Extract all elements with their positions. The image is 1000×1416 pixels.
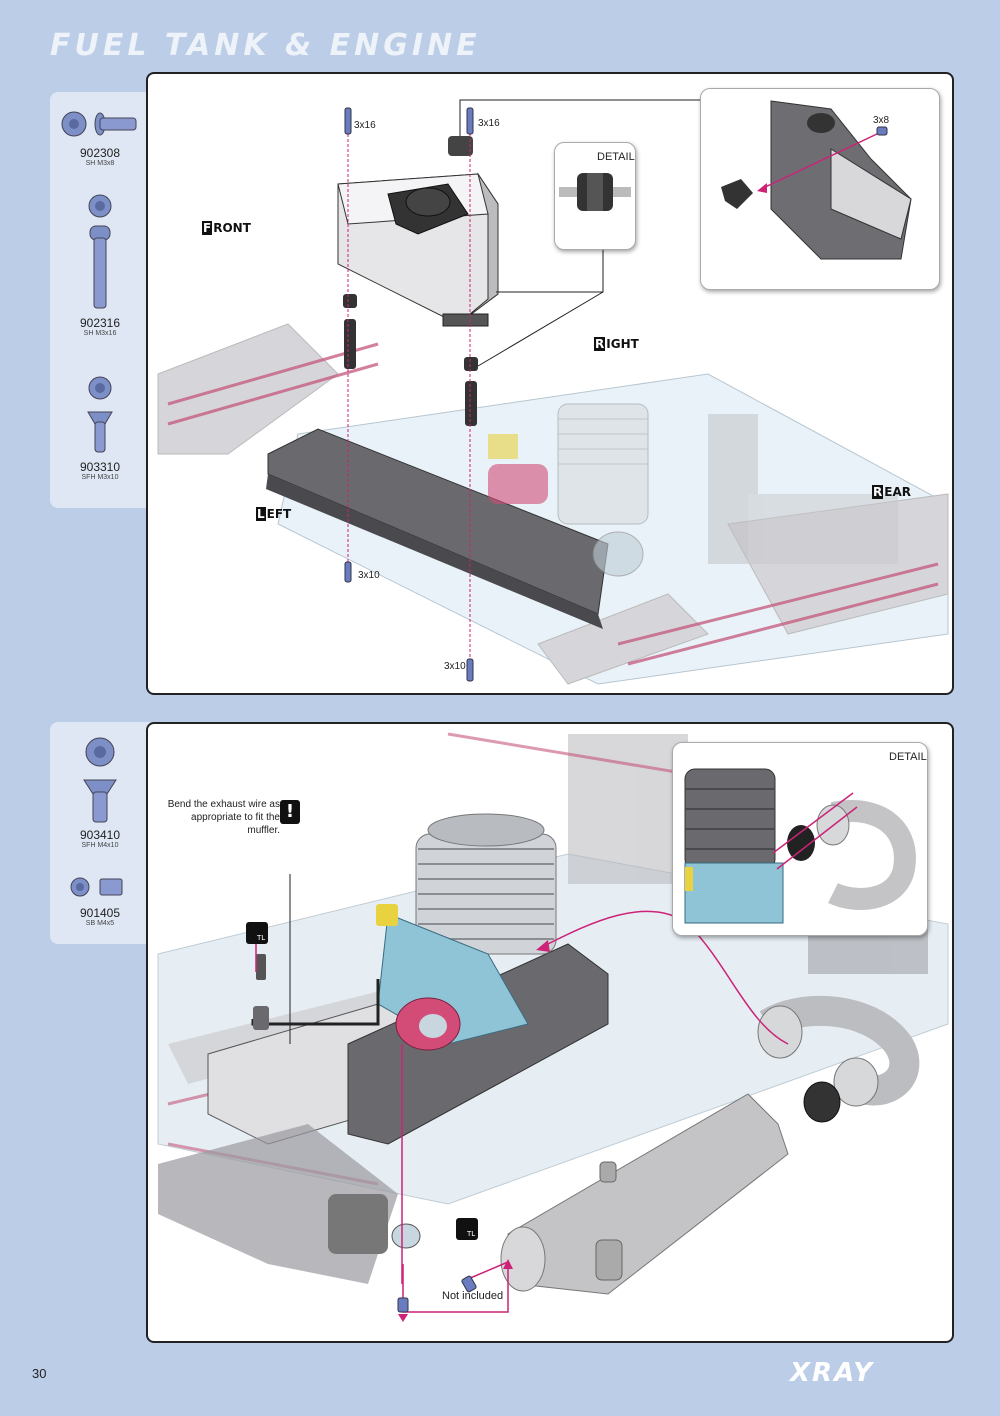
screw-label: 3x16 bbox=[478, 118, 500, 129]
part-901405: 901405 SB M4x5 bbox=[50, 872, 150, 928]
detail-box-exhaust: DETAIL bbox=[672, 742, 928, 936]
detail-box-tank-mount: 3x8 bbox=[700, 88, 940, 290]
brand-logo: XRAY bbox=[790, 1358, 875, 1388]
part-903410: 903410 SFH M4x10 bbox=[50, 734, 150, 850]
part-number: 903310 bbox=[79, 460, 121, 474]
part-902308: 902308 SH M3x8 bbox=[50, 106, 150, 168]
page-number: 30 bbox=[32, 1366, 47, 1381]
part-desc: SH M3x8 bbox=[85, 160, 115, 167]
part-desc: SFH M3x10 bbox=[81, 474, 119, 481]
button-head-screw-icon bbox=[61, 111, 137, 137]
set-screw-icon bbox=[70, 877, 123, 897]
not-included-label: Not included bbox=[442, 1290, 504, 1302]
grommet-detail-drawing bbox=[559, 173, 631, 211]
warning-icon: ! bbox=[280, 800, 300, 824]
threadlock-icon: TL bbox=[246, 922, 268, 944]
parts-sidebar-step1: 902308 SH M3x8 902316 SH M3x16 903310 SF… bbox=[50, 92, 150, 508]
part-desc: SFH M4x10 bbox=[81, 842, 119, 849]
note-line: Bend the exhaust wire as bbox=[167, 799, 280, 810]
note-line: appropriate to fit the muffler. bbox=[191, 812, 280, 836]
screw-label: 3x16 bbox=[354, 120, 376, 131]
screw-label: 3x10 bbox=[358, 570, 380, 581]
threadlock-icon: TL bbox=[456, 1218, 478, 1240]
step2-illustration-panel: DETAIL Bend the exhaust wire as appropri… bbox=[146, 722, 954, 1343]
instruction-note: Bend the exhaust wire as appropriate to … bbox=[156, 798, 280, 837]
parts-sidebar-step2: 903410 SFH M4x10 901405 SB M4x5 bbox=[50, 722, 150, 944]
flat-head-screw-icon bbox=[83, 737, 117, 823]
screw-label: 3x10 bbox=[444, 661, 466, 672]
page-title: FUEL TANK & ENGINE bbox=[50, 28, 481, 63]
part-desc: SH M3x16 bbox=[83, 330, 117, 337]
part-number: 903410 bbox=[79, 828, 121, 842]
flat-head-screw-icon bbox=[87, 376, 113, 453]
part-903310: 903310 SFH M3x10 bbox=[50, 374, 150, 482]
part-desc: SB M4x5 bbox=[85, 920, 115, 927]
fuel-tank-assembly-drawing bbox=[157, 99, 949, 685]
socket-head-screw-icon bbox=[88, 194, 112, 309]
part-number: 902308 bbox=[79, 146, 121, 160]
detail-box-grommet: DETAIL bbox=[554, 142, 636, 250]
tank-mount-detail-drawing bbox=[721, 100, 912, 260]
part-number: 901405 bbox=[79, 906, 121, 920]
detail-label: DETAIL bbox=[597, 151, 635, 163]
part-number: 902316 bbox=[79, 316, 121, 330]
exhaust-detail-drawing bbox=[684, 768, 916, 924]
part-902316: 902316 SH M3x16 bbox=[50, 192, 150, 338]
detail-screw-label: 3x8 bbox=[873, 115, 890, 126]
detail-label: DETAIL bbox=[889, 751, 927, 763]
